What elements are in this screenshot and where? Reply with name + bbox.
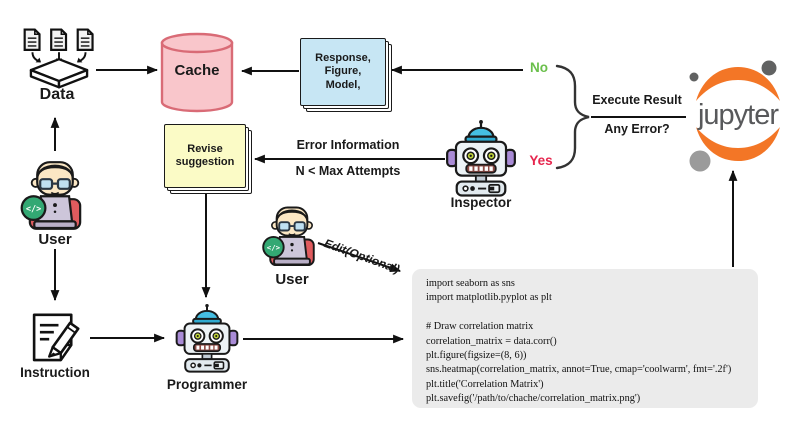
instruction-label: Instruction — [20, 365, 90, 380]
yes-branch-label: Yes — [529, 153, 553, 168]
jupyter-moon-large — [689, 150, 711, 172]
code-line: # Draw correlation matrix — [426, 321, 534, 333]
code-line: plt.figure(figsize=(8, 6)) — [426, 349, 527, 361]
jupyter-logo: jupyter — [689, 60, 780, 172]
inspector-robot-icon — [444, 119, 518, 197]
response-line-1: Response, — [315, 52, 371, 65]
code-block: import seaborn as sns import matplotlib.… — [412, 269, 758, 408]
jupyter-wordmark: jupyter — [697, 99, 779, 131]
revise-line-2: suggestion — [175, 156, 235, 168]
response-line-2: Figure, — [324, 65, 362, 78]
inspector-label: Inspector — [450, 195, 512, 210]
cache-cylinder — [160, 32, 234, 113]
any-error-label: Any Error? — [604, 122, 670, 136]
programmer-robot-icon — [174, 303, 240, 373]
error-information-label: Error Information — [296, 138, 400, 152]
jupyter-crescent-top — [696, 67, 780, 101]
user-middle-icon — [260, 199, 324, 271]
arrow-edit-to-code — [317, 242, 402, 272]
decision-brace — [555, 64, 590, 170]
response-line-3: Model, — [325, 78, 361, 91]
code-line: import matplotlib.pyplot as plt — [426, 292, 552, 304]
jupyter-moon-medium — [761, 60, 777, 76]
user-left-label: User — [38, 231, 72, 248]
code-line: import seaborn as sns — [426, 278, 515, 289]
cache-label: Cache — [174, 62, 220, 79]
execute-result-label: Execute Result — [592, 93, 682, 107]
data-label: Data — [39, 86, 75, 103]
programmer-label: Programmer — [166, 377, 248, 392]
code-line: sns.heatmap(correlation_matrix, annot=Tr… — [426, 364, 732, 376]
user-middle-label: User — [275, 271, 309, 288]
jupyter-crescent-bottom — [696, 127, 780, 161]
code-line: plt.savefig('/path/to/chache/correlation… — [426, 393, 641, 405]
revise-suggestion-box: Revise suggestion — [164, 124, 246, 188]
response-box: Response, Figure, Model, — [300, 38, 386, 106]
instruction-icon — [26, 311, 84, 365]
jupyter-moon-small — [689, 72, 699, 82]
revise-line-1: Revise — [187, 142, 223, 155]
code-line — [426, 306, 758, 320]
no-branch-label: No — [530, 60, 548, 75]
user-left-icon — [18, 153, 92, 235]
data-docs-icon — [20, 28, 98, 92]
code-line: plt.title('Correlation Matrix') — [426, 378, 544, 390]
code-line: correlation_matrix = data.corr() — [426, 335, 557, 347]
max-attempts-label: N < Max Attempts — [295, 164, 401, 178]
